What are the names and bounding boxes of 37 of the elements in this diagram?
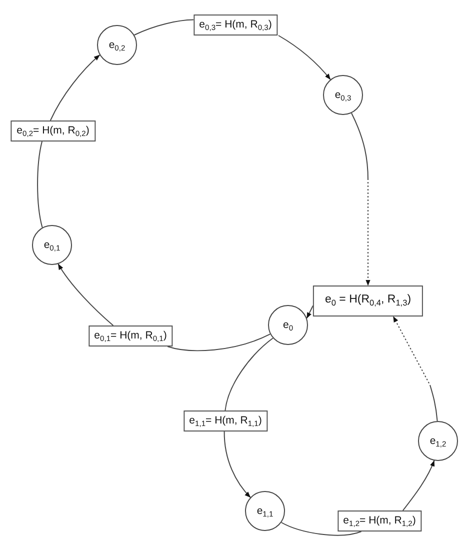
formula-label: e$_{0,1}$= H(m, R$_{0,1}$) [94,330,167,342]
node-label: e$_{0,1}$ [44,240,60,250]
circle-node [245,491,285,531]
arrow [306,305,314,319]
formula-label: e$_{1,1}$= H(m, R$_{1,1}$) [189,416,262,426]
formula-box [193,14,278,36]
node-label: e$_{0,3}$ [334,90,352,100]
circle-node [323,75,363,115]
formula-label: e$_{0,2}$= H(m, R$_{0,2}$) [16,125,90,136]
formula-label: e$_{1,2}$= H(m, R$_{1,2}$) [343,516,416,526]
formula-box [337,510,422,532]
formula-box [312,285,424,316]
connector-line [280,522,362,536]
connector-line [134,19,194,36]
node-label: e$_{0,2}$ [108,40,126,50]
circle-node [268,305,308,345]
formula-box [10,120,96,141]
formula-box [183,410,268,432]
formula-box [88,326,173,346]
arrow [351,112,370,286]
arrow [224,431,251,498]
arrow [278,35,331,80]
connector-line [167,334,271,352]
arrow [50,54,100,121]
connector-line [37,141,43,228]
node-label: e$_{1,2}$ [430,436,446,446]
circle-node [32,225,72,265]
node-label: e$_{1,1}$ [256,506,274,516]
connector-line [224,338,274,411]
node-label: e$_{0}$ [282,320,294,330]
circle-node [97,25,137,65]
arrow [402,460,435,511]
arrow [58,264,114,326]
formula-label: e$_{0}$ = H(R$_{0,4}$, R$_{1,3}$) [324,294,412,306]
arrow [392,316,438,422]
formula-label: e$_{0,3}$= H(m, R$_{0,3}$) [199,20,272,30]
circle-node [418,421,458,461]
